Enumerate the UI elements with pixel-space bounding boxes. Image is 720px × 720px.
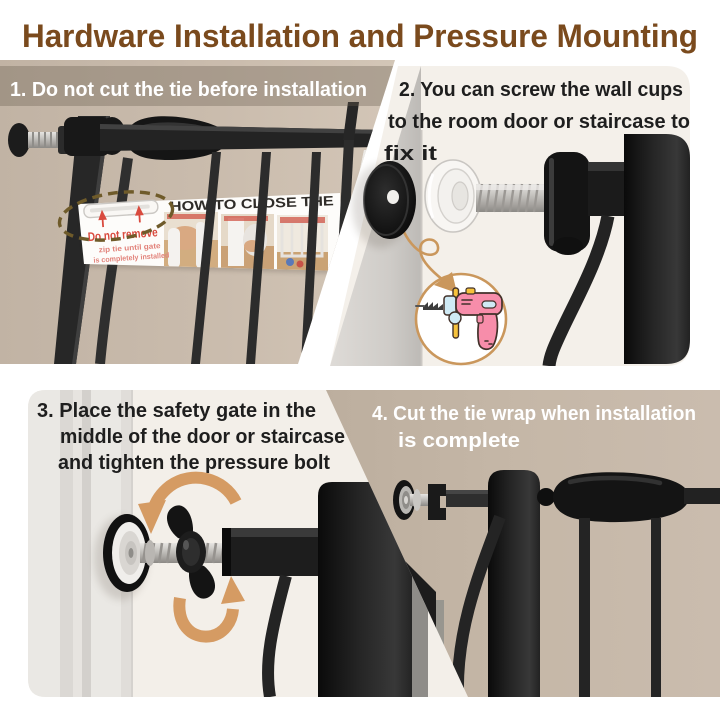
warning-sub1: zip tie until gate [98,241,160,254]
page-title: Hardware Installation and Pressure Mount… [22,18,698,54]
bracket-bar-top [446,490,490,494]
tension-handle-4-highlight [567,475,663,486]
wall-cup-hole [387,190,399,204]
drill-top-button [465,287,476,295]
gate-frame-tube-3-cap [222,528,231,576]
wall-cup-disc [352,161,416,248]
gate-frame-tube-top [588,162,638,171]
gate-latch-bar [343,102,359,140]
step-3-caption-line1: 3. Place the safety gate in the [37,399,316,422]
banner-thumb2-redline [224,216,268,221]
wall-cup-pad-dot [128,548,134,558]
gate-post-2 [624,134,690,364]
gate-frame-tube-3-top [224,528,322,537]
drill-bit [423,302,443,310]
gate-curved-tube-4 [451,514,506,697]
step-3-caption-line2: middle of the door or staircase [60,425,345,448]
step-1-caption: 1. Do not cut the tie before installatio… [10,78,367,101]
tighten-knob-highlight [183,540,189,550]
banner-thumb3-toy-red [296,260,304,268]
step-2-caption-line1: 2. You can screw the wall cups [399,78,683,101]
step-3-caption-line3: and tighten the pressure bolt [58,451,330,474]
step-4-caption-line1: 4. Cut the tie wrap when installation [372,402,696,425]
step-4-caption-line2: is complete [398,429,520,452]
panel-1-photo: 1. Do not cut the tie before installatio… [0,60,395,364]
drill-handle-knob [448,311,462,325]
gate-post-3 [318,482,414,697]
drill-trigger [476,314,484,324]
banner-thumb1-redline [167,214,213,219]
pressure-bolt-cap [8,123,30,157]
step-1-caption-bar [0,66,395,106]
gate-bar-4b [651,518,661,697]
gate-bar [246,152,271,364]
panel-3-photo: 3. Place the safety gate in the middle o… [28,390,468,697]
ratchet-housing [64,117,110,156]
wall-cup-rim [363,164,409,236]
drill-icon [415,287,503,350]
banner-thumbnails [164,212,328,271]
warning-arrow-up-icons [98,205,144,228]
step-2-caption-line3: fix it [384,142,437,165]
mount-bracket [428,484,446,520]
drill-vent-slot [481,300,497,309]
rotate-arrow-bottom-head [221,576,245,604]
step-2-caption-line2: to the room door or staircase to [388,110,690,133]
gate-curved-tube-2 [542,214,615,366]
tension-handle-4 [553,472,689,523]
callout-loop-arrow [395,213,444,282]
banner-thumb3-toy-blue [286,258,294,266]
handle-joint [537,488,555,506]
panel-2-photo: 2. You can screw the wall cups to the ro… [330,66,690,366]
rod-washer [145,540,155,566]
gate-post-4 [488,470,540,697]
bracket-bar [446,490,490,507]
rotate-arrows [138,471,245,643]
gate-frame-3 [222,482,428,697]
banner-thumb1-gatepart [168,228,180,268]
rotate-arrow-top-head [138,500,166,534]
small-bolt-washer [413,489,421,511]
gate-bar [191,152,221,364]
rotate-arrow-bottom [173,597,239,643]
pressure-bolt-assembly [94,505,226,600]
banner-thumb2-panel [228,218,244,266]
gate-bar [301,152,321,364]
gate-top-bar-4 [684,488,720,504]
banner-thumb3-redbox [280,217,325,223]
clamp-knob [544,152,590,255]
callout-arrowhead [434,272,457,293]
gate-top-bar-highlight [100,124,386,134]
gate-curved-tube-3 [262,574,292,697]
clear-washer-cup [424,159,482,233]
dashed-highlight-oval [57,190,175,242]
threaded-bolt [476,183,544,213]
warning-text: Do not remove [87,225,158,244]
small-wall-cup-core [404,496,408,504]
gate-bar-4a [579,518,590,697]
